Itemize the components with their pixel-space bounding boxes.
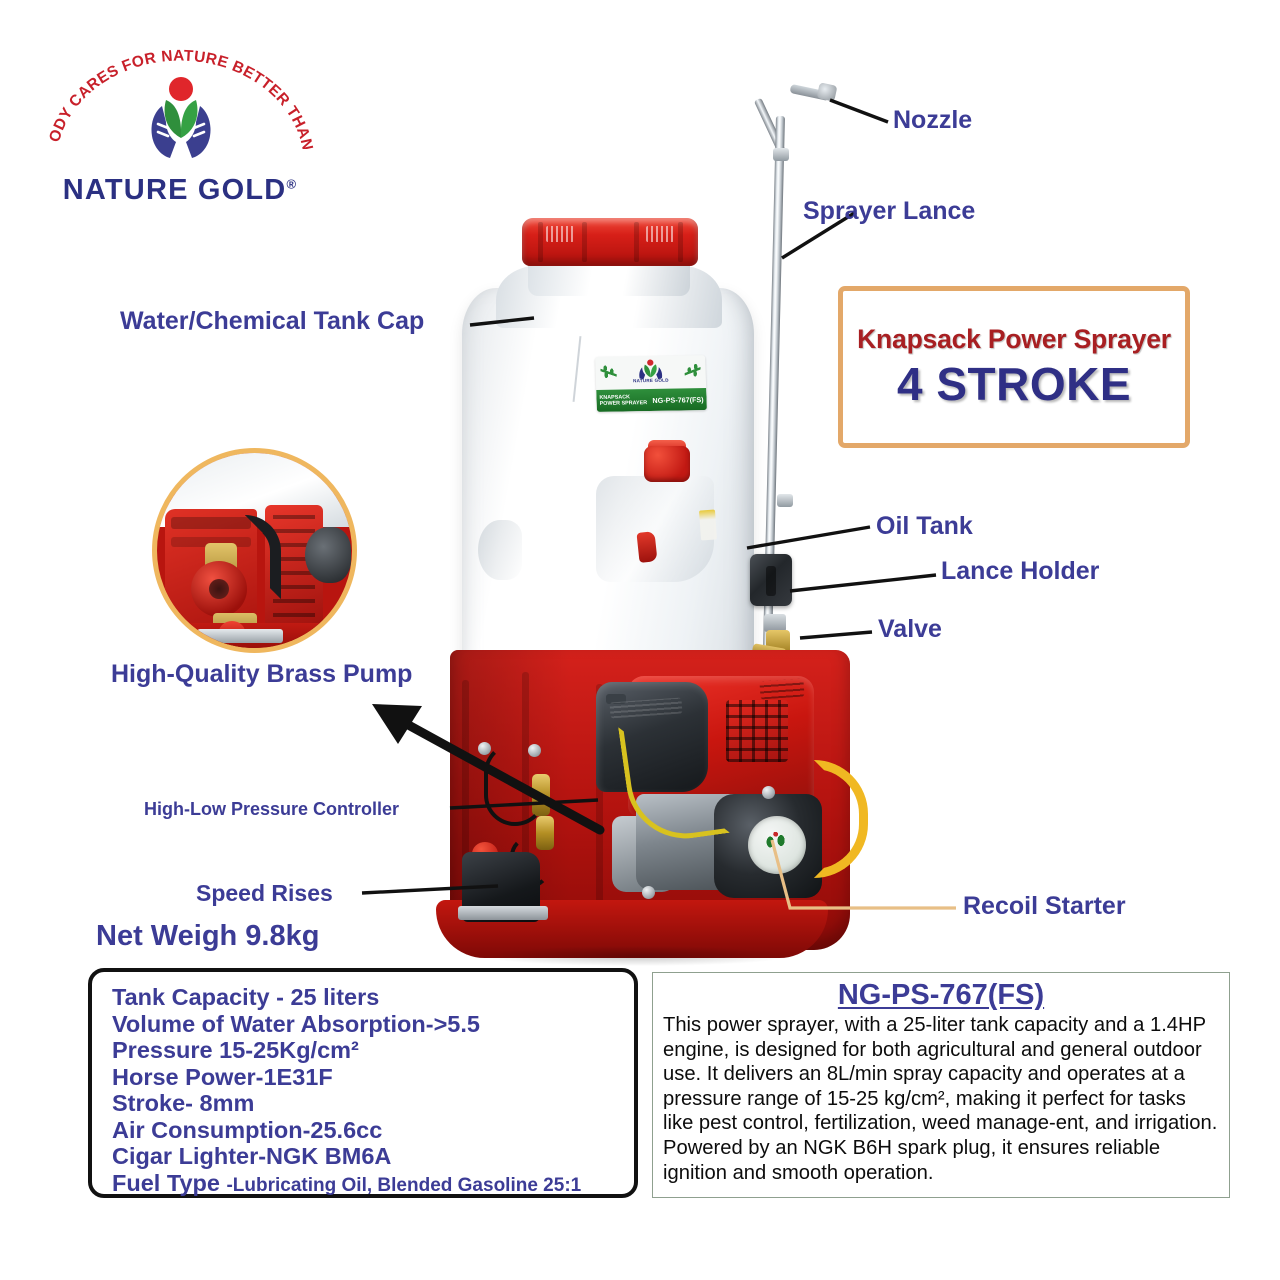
- spec-item: Pressure 15-25Kg/cm²: [112, 1037, 359, 1063]
- spec-item: Cigar Lighter-NGK BM6A: [112, 1143, 392, 1169]
- fuel-value: -Lubricating Oil, Blended Gasoline 25:1: [226, 1174, 582, 1196]
- lance-ferrule-top: [773, 148, 789, 161]
- title-line-2: 4 STROKE: [896, 357, 1132, 410]
- tank-front-recess: [596, 476, 714, 582]
- callout-pressure-controller: High-Low Pressure Controller: [144, 799, 400, 819]
- spec-item: Air Consumption-25.6cc: [112, 1116, 383, 1143]
- description-title: NG-PS-767(FS): [837, 979, 1045, 1011]
- valve-nut: [764, 614, 786, 632]
- sticker-line-2: POWER SPRAYER: [599, 400, 648, 407]
- description-box: NG-PS-767(FS) This power sprayer, with a…: [652, 972, 1230, 1198]
- product-shadow: [486, 946, 786, 966]
- net-weight-text: Net Weigh 9.8kg: [96, 920, 320, 952]
- callout-nozzle: Nozzle: [893, 106, 973, 134]
- callout-sprayer-lance: Sprayer Lance: [803, 197, 976, 225]
- logo-brand-name: NATURE GOLD®: [62, 174, 298, 206]
- cylinder-grill: [726, 700, 788, 762]
- brand-logo: "NOBODY CARES FOR NATURE BETTER THAN US"…: [40, 34, 320, 206]
- callout-oil-tank: Oil Tank: [876, 512, 973, 540]
- spray-hose: [814, 760, 868, 878]
- tank-side-recess: [478, 520, 522, 580]
- sticker-model: NG-PS-767(FS): [652, 394, 704, 405]
- sticker-logo-icon: [639, 359, 663, 380]
- callout-water-chemical-tank-cap: Water/Chemical Tank Cap: [120, 307, 425, 335]
- callout-recoil-starter: Recoil Starter: [963, 892, 1126, 920]
- nozzle-tip: [816, 82, 838, 102]
- spec-item: Horse Power-1E31F: [112, 1063, 333, 1090]
- callout-lance-holder: Lance Holder: [941, 557, 1100, 585]
- oil-tank-cap[interactable]: [644, 446, 690, 482]
- air-filter-tab: [606, 694, 626, 704]
- spec-item: Volume of Water Absorption->5.5: [112, 1010, 480, 1037]
- spec-item-fuel: Fuel Type -Lubricating Oil, Blended Gaso…: [112, 1170, 634, 1200]
- sticker-green-band: KNAPSACK POWER SPRAYER NG-PS-767(FS): [596, 388, 707, 412]
- title-line-1: Knapsack Power Sprayer: [857, 323, 1171, 354]
- recoil-logo-icon: [760, 830, 794, 860]
- water-chemical-tank-cap[interactable]: [522, 218, 698, 266]
- callout-speed-rises: Speed Rises: [196, 880, 333, 906]
- sticker-brand: NATURE GOLD: [633, 377, 669, 384]
- tank-warning-decal: [698, 509, 718, 541]
- callout-brass-pump: High-Quality Brass Pump: [111, 660, 413, 688]
- logo-hands-leaves-icon: [151, 77, 211, 158]
- tank-model-sticker: NATURE GOLD KNAPSACK POWER SPRAYER NG-PS…: [595, 355, 707, 412]
- shroud-vents: [759, 678, 805, 700]
- lance-holder-clip[interactable]: [750, 554, 792, 606]
- description-body: This power sprayer, with a 25-liter tank…: [663, 1014, 1218, 1184]
- fuel-label: Fuel Type: [112, 1169, 227, 1196]
- lance-holder-slot: [766, 566, 776, 596]
- specifications-box: Tank Capacity - 25 liters Volume of Wate…: [88, 968, 638, 1198]
- product-title-card: Knapsack Power Sprayer 4 STROKE: [838, 286, 1190, 448]
- callout-valve: Valve: [878, 615, 942, 643]
- lever-mount-plate: [458, 906, 548, 920]
- brass-pump-detail-circle: [152, 448, 357, 653]
- tank-latch: [636, 531, 658, 563]
- spec-item: Stroke- 8mm: [112, 1090, 255, 1116]
- lance-ferrule-mid: [777, 494, 793, 507]
- spec-item: Tank Capacity - 25 liters: [112, 984, 380, 1010]
